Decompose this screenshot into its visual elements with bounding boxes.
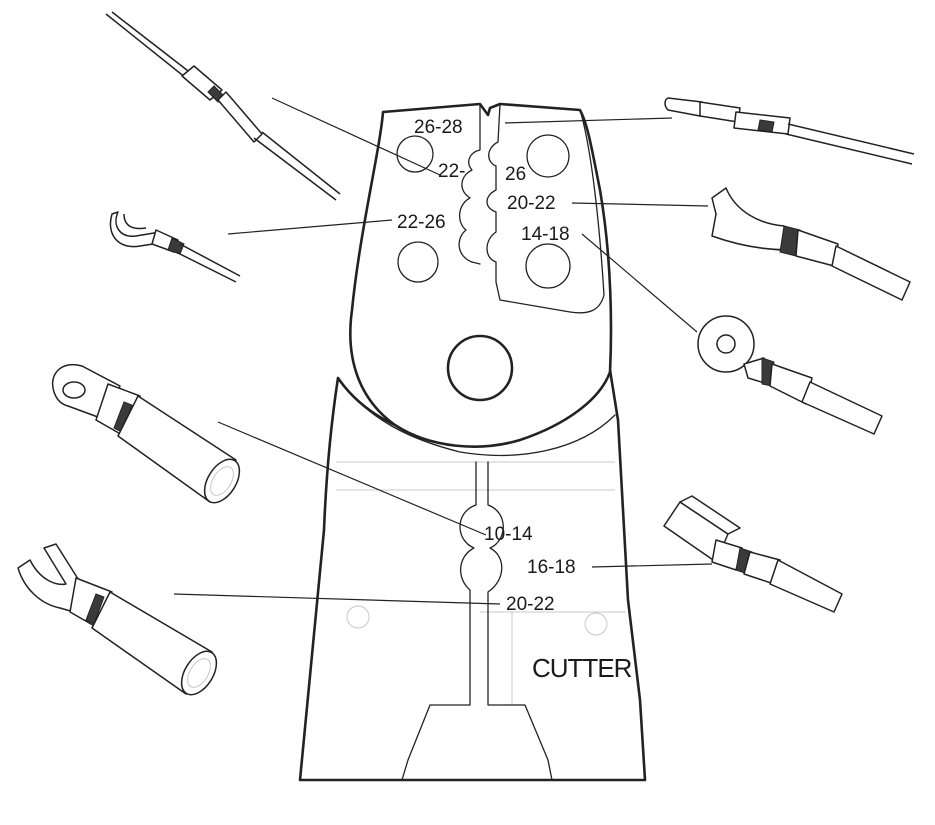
gauge-label-22: 22- [438, 161, 465, 182]
gauge-label-26: 26 [505, 164, 526, 185]
large-ring-terminal-icon [51, 363, 241, 504]
large-fork-terminal-icon [17, 543, 218, 696]
gauge-labels: 26-28 22- 26 20-22 22-26 14-18 10-14 16-… [397, 117, 576, 615]
needle-terminal-icon [664, 97, 915, 165]
female-spade-terminal-icon [663, 495, 843, 613]
leader-lines [173, 97, 713, 605]
gauge-label-20-22-upper: 20-22 [507, 193, 556, 214]
rivet-left-icon [346, 605, 370, 629]
die-hole-lower-right-icon [525, 243, 571, 289]
die-hole-lower-left-icon [397, 241, 439, 283]
rivet-right-icon [584, 612, 608, 636]
small-fork-terminal-icon [109, 211, 241, 283]
gauge-label-16-18: 16-18 [527, 557, 576, 578]
gauge-label-22-26: 22-26 [397, 212, 446, 233]
cutter-stamp: CUTTER [532, 653, 632, 683]
pin-terminal-icon [105, 11, 341, 201]
die-hole-upper-right-icon [526, 134, 570, 178]
tool-head [339, 102, 616, 457]
pivot-bolt-icon [446, 334, 514, 402]
die-hole-upper-left-icon [396, 135, 434, 173]
gauge-label-10-14: 10-14 [484, 524, 533, 545]
gauge-label-26-28: 26-28 [414, 117, 463, 138]
gauge-label-20-22-lower: 20-22 [506, 594, 555, 615]
gauge-label-14-18: 14-18 [521, 224, 570, 245]
fork-terminal-icon [711, 187, 911, 301]
ring-terminal-icon [697, 315, 883, 435]
